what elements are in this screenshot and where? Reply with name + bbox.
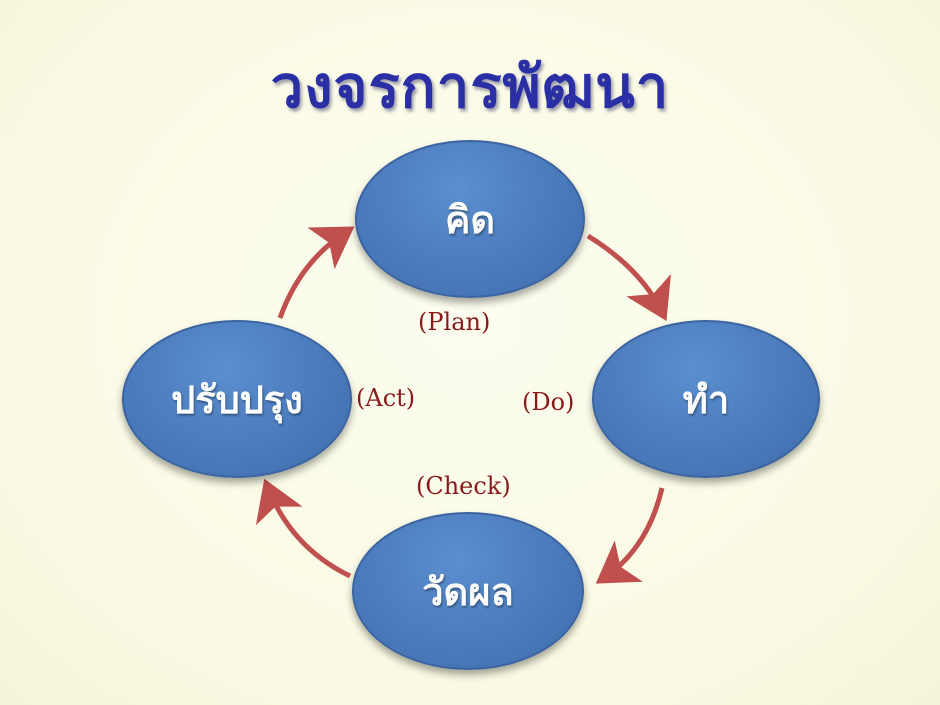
node-check: วัดผล xyxy=(352,512,584,670)
node-plan: คิด xyxy=(355,140,585,298)
arrow-act-to-plan xyxy=(277,226,355,319)
english-label-plan: (Plan) xyxy=(418,308,491,336)
arrow-do-to-check xyxy=(595,487,665,584)
arrow-check-to-act xyxy=(255,478,352,579)
node-plan-label: คิด xyxy=(444,197,496,242)
node-do-label: ทำ xyxy=(682,377,730,422)
page-title: วงจรการพัฒนา xyxy=(270,53,670,121)
english-label-do: (Do) xyxy=(522,388,575,416)
node-act-label: ปรับปรุง xyxy=(171,377,303,422)
node-do: ทำ xyxy=(592,320,820,478)
arrow-plan-to-do xyxy=(586,233,671,321)
node-check-label: วัดผล xyxy=(422,569,514,614)
english-label-act: (Act) xyxy=(356,384,416,412)
english-label-check: (Check) xyxy=(416,472,511,500)
node-act: ปรับปรุง xyxy=(122,320,352,478)
